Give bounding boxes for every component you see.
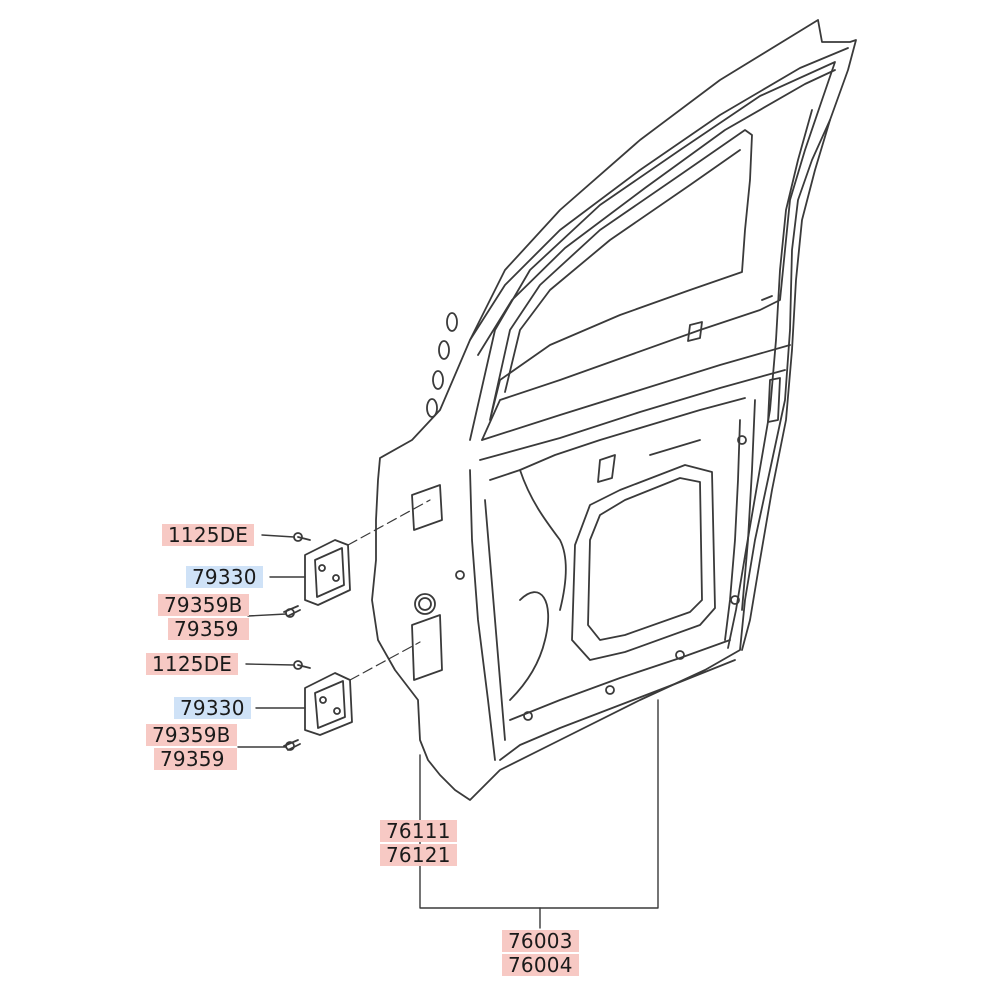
front-edge-hole [438, 340, 450, 360]
hinge-pad-upper [411, 484, 443, 531]
inner-panel-contour [509, 639, 731, 721]
inner-panel-contour [469, 469, 496, 761]
inner-panel-contour [741, 399, 756, 611]
lower-hinge-leaf [314, 680, 346, 729]
service-opening-flange [571, 464, 716, 661]
leader-bolt-upper [261, 534, 295, 538]
window-frame-outer [469, 61, 836, 441]
callout-79330-upper[interactable]: 79330 [186, 566, 263, 588]
inner-panel-contour [499, 659, 736, 761]
panel-slot [687, 321, 703, 342]
window-inner-channel [504, 149, 741, 393]
upper-screw-head [285, 608, 295, 618]
panel-slot [597, 454, 616, 483]
door-panel-drawing [371, 19, 857, 801]
leader-screw-upper [247, 613, 287, 617]
inner-panel-contour [484, 499, 506, 741]
panel-slot [649, 439, 701, 456]
panel-hole [605, 685, 615, 695]
callout-76004[interactable]: 76004 [502, 954, 579, 976]
callout-group-assembly: 76003 76004 [502, 930, 579, 976]
lower-hinge-alignment-line [349, 641, 421, 681]
rear-edge-inner [741, 119, 831, 651]
front-edge-hole [446, 312, 458, 332]
door-upper-edge-inner [477, 69, 836, 356]
lower-hinge-hole [333, 707, 341, 715]
callout-76111[interactable]: 76111 [380, 820, 457, 842]
callout-79359-lower[interactable]: 79359 [154, 748, 237, 770]
inner-panel-contour [509, 591, 550, 701]
lower-bolt [297, 664, 311, 669]
lower-hinge-drawing [283, 660, 353, 751]
panel-hole [730, 595, 740, 605]
lower-screw-head [285, 741, 295, 751]
panel-hole [675, 650, 685, 660]
inner-panel-contour [724, 419, 741, 641]
door-upper-edge [469, 47, 849, 341]
door-grommet [414, 593, 436, 615]
inner-panel-contour [519, 469, 567, 611]
hinge-alignment-lines [347, 499, 431, 681]
upper-hinge-alignment-line [347, 499, 431, 546]
callout-79359b-upper[interactable]: 79359B [158, 594, 249, 616]
front-edge-hole [426, 398, 438, 418]
door-grommet-inner [418, 597, 432, 611]
callout-group-screw-upper: 79359B 79359 [158, 594, 249, 640]
belt-line-lower [479, 369, 786, 461]
upper-hinge-leaf [314, 547, 345, 598]
callout-1125de-lower[interactable]: 1125DE [146, 653, 239, 675]
callout-76121[interactable]: 76121 [380, 844, 457, 866]
panel-hole [737, 435, 747, 445]
hinge-pad-lower [411, 614, 443, 681]
panel-slot [767, 377, 781, 423]
callout-79359-upper[interactable]: 79359 [168, 618, 249, 640]
belt-line [481, 344, 791, 441]
callout-76003[interactable]: 76003 [502, 930, 579, 952]
service-opening [587, 477, 703, 641]
panel-slot [761, 295, 773, 301]
callout-group-screw-lower: 79359B 79359 [146, 724, 237, 770]
lower-hinge-hole [319, 696, 327, 704]
callout-1125de-upper[interactable]: 1125DE [162, 524, 255, 546]
window-glass-opening [489, 129, 753, 421]
panel-hole [455, 570, 465, 580]
upper-hinge-hole [332, 574, 340, 582]
rear-edge-inner-2 [727, 109, 813, 649]
upper-hinge-drawing [283, 532, 351, 618]
upper-bolt [297, 536, 311, 541]
callout-79359b-lower[interactable]: 79359B [146, 724, 237, 746]
callout-group-panel: 76111 76121 [380, 820, 457, 866]
callout-79330-lower[interactable]: 79330 [174, 697, 251, 719]
front-edge-hole [432, 370, 444, 390]
panel-hole [523, 711, 533, 721]
leader-bolt-lower [245, 663, 295, 666]
door-outer-outline [371, 19, 857, 801]
upper-hinge-hole [318, 564, 326, 572]
